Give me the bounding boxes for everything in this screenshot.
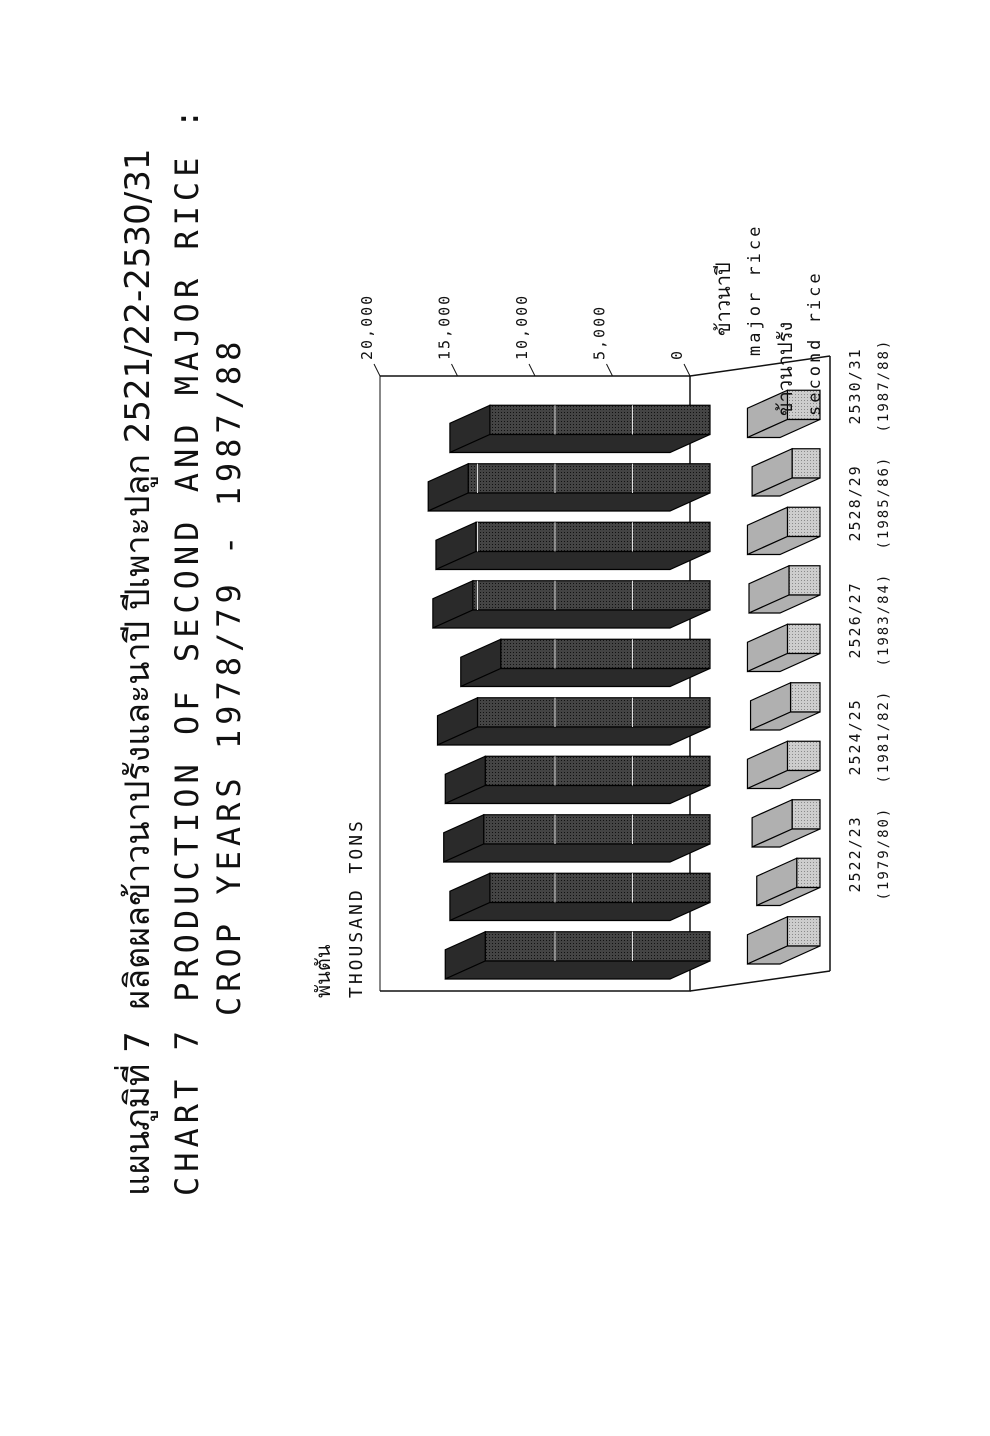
y-tick-mark (373, 363, 381, 377)
bar-side-face (443, 843, 711, 863)
bar-front-face (484, 755, 711, 787)
bar-side-face (751, 477, 821, 497)
x-tick-sublabel: (1981/82) (876, 690, 892, 784)
y-tick-label: 5,000 (591, 305, 609, 360)
y-axis-title: THOUSAND TONS (346, 818, 367, 998)
bar-front-face (475, 521, 711, 553)
bar-side-face (747, 535, 821, 556)
y-tick-mark (528, 363, 536, 377)
bar-side-face (437, 726, 711, 746)
y-tick-mark (451, 363, 458, 377)
chart-axes: 0 5,000 10,000 15,000 20,000 (358, 294, 831, 992)
major-bar (432, 579, 711, 629)
bar-front-face (483, 814, 711, 845)
bar-side-face (427, 492, 711, 512)
x-tick-label: 2528/29 (846, 464, 864, 541)
bar-side-face (435, 550, 711, 571)
second-bar (746, 623, 821, 673)
bar-side-face (747, 652, 821, 673)
y-tick-label: 10,000 (513, 294, 531, 360)
bar-side-face (747, 769, 821, 790)
major-bar (444, 755, 711, 805)
x-tick-sublabel: (1983/84) (876, 573, 892, 667)
major-bar (427, 462, 711, 512)
major-bar (449, 404, 711, 454)
x-tick-label: 2524/25 (846, 698, 864, 775)
second-bar (746, 389, 821, 439)
second-bar (748, 564, 821, 614)
bar-front-face (786, 740, 821, 772)
second-bar (746, 915, 821, 965)
second-bar (751, 798, 821, 848)
bar-side-face (449, 901, 711, 922)
bar-front-face (789, 682, 821, 713)
second-bar (756, 857, 821, 907)
bar-side-face (747, 418, 821, 439)
bar-side-face (747, 945, 821, 965)
x-tick-label: 2522/23 (846, 815, 864, 892)
bar-side-face (460, 667, 711, 688)
major-bar (444, 930, 711, 980)
x-tick-label: 2530/31 (846, 347, 864, 424)
second-bar (751, 447, 821, 497)
major-bar (436, 696, 711, 746)
y-axis-title-thai: พันตัน (311, 944, 335, 998)
x-tick-sublabel: (1979/80) (876, 807, 892, 901)
y-tick-label: 15,000 (436, 294, 454, 360)
bar-front-face (500, 638, 711, 670)
bar-front-face (476, 697, 711, 728)
bar-front-face (467, 463, 711, 494)
major-bar (443, 813, 711, 863)
second-rice-bars (746, 389, 821, 965)
bar-front-face (786, 623, 821, 655)
bar-front-face (489, 872, 711, 904)
bar-side-face (748, 594, 821, 614)
floor-right-edge (689, 355, 831, 377)
legend-major-thai: ข้าวนาปี (711, 262, 735, 336)
bar-front-face (791, 448, 821, 479)
bar-front-face (788, 565, 821, 596)
major-bar (435, 521, 711, 571)
bar-side-face (750, 711, 821, 731)
bar-front-face (489, 404, 711, 436)
legend-second-thai: ข้าวนาปรัง (773, 322, 797, 416)
bar-side-face (751, 828, 821, 848)
legend-major-name: major rice (745, 224, 765, 356)
second-bar (746, 740, 821, 790)
bar-side-face (756, 886, 821, 907)
bar-side-face (432, 609, 711, 629)
x-tick-label: 2526/27 (846, 581, 864, 658)
second-bar (749, 681, 821, 731)
bar-side-face (445, 784, 711, 805)
bar-side-face (449, 433, 711, 454)
x-tick-sublabel: (1985/86) (876, 456, 892, 550)
floor-left-edge (689, 970, 831, 992)
major-bar (449, 872, 711, 922)
y-tick-label: 0 (668, 349, 686, 360)
bar-front-face (472, 580, 711, 611)
bar-front-face (786, 506, 821, 538)
x-axis-labels: 2522/23 (1979/80) 2524/25 (1981/82) 2526/27 (… (846, 339, 892, 901)
y-axis-labels: พันตัน THOUSAND TONS (311, 818, 367, 998)
legend-second-name: second rice (805, 270, 825, 416)
bar-front-face (484, 931, 711, 962)
y-tick-label: 20,000 (358, 294, 376, 360)
second-bar (746, 506, 821, 556)
x-tick-sublabel: (1987/88) (876, 339, 892, 433)
bar-front-face (786, 916, 821, 947)
legend: ข้าวนาปี major rice ข้าวนาปรัง second ri… (711, 224, 825, 416)
bar-front-face (791, 799, 821, 830)
y-tick-mark (606, 363, 613, 377)
y-tick-mark (683, 363, 691, 377)
bar-front-face (796, 857, 821, 889)
major-bar (460, 638, 711, 688)
major-rice-bars (427, 404, 711, 980)
bar-side-face (445, 960, 711, 980)
